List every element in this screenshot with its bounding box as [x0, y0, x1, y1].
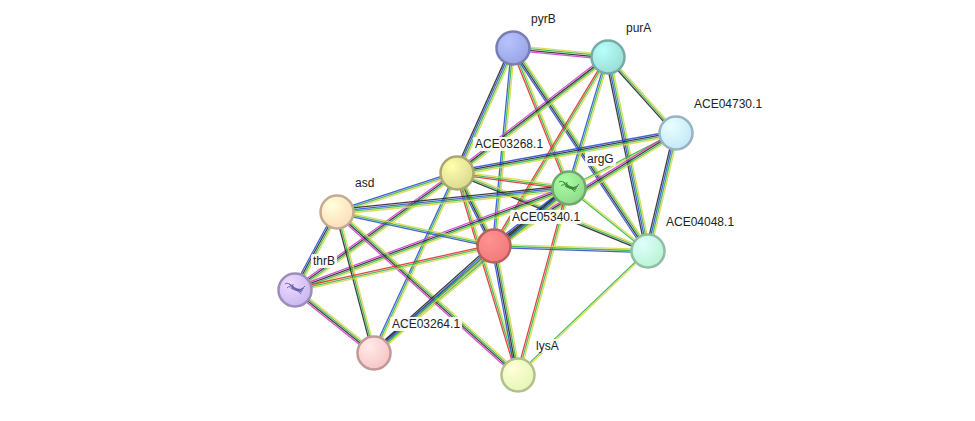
node-label: ACE05340.1 — [510, 210, 582, 224]
evidence-line — [498, 262, 516, 360]
node-label: ACE03268.1 — [473, 137, 545, 151]
protein-node: lysA — [500, 339, 561, 393]
interaction-edge — [581, 197, 636, 241]
evidence-line — [353, 215, 479, 242]
evidence-line — [353, 214, 479, 241]
evidence-line — [473, 135, 661, 169]
evidence-line — [529, 52, 592, 58]
protein-node: thrB — [277, 254, 337, 308]
evidence-line — [341, 227, 370, 337]
node-label: argG — [585, 152, 616, 166]
evidence-line — [385, 256, 481, 342]
protein-circle — [590, 39, 626, 75]
evidence-line — [473, 137, 661, 171]
evidence-line — [302, 226, 329, 276]
interaction-edge — [300, 225, 331, 277]
evidence-line — [303, 226, 330, 276]
interaction-edge — [353, 187, 554, 212]
node-label: lysA — [534, 339, 561, 353]
evidence-line — [619, 69, 666, 121]
interaction-edge — [529, 47, 593, 58]
protein-circle — [495, 30, 531, 66]
node-label: ACE04730.1 — [692, 97, 764, 111]
evidence-line — [506, 139, 661, 235]
evidence-line — [581, 199, 635, 242]
evidence-line — [388, 258, 484, 344]
protein-circle — [630, 233, 666, 269]
evidence-line — [306, 302, 360, 345]
protein-node: ACE04048.1 — [630, 215, 736, 269]
evidence-line — [510, 248, 632, 252]
evidence-line — [310, 194, 554, 285]
node-label: ACE04048.1 — [664, 215, 736, 229]
evidence-line — [340, 228, 369, 338]
protein-circle — [551, 170, 587, 206]
protein-circle — [319, 194, 355, 230]
interaction-edge — [510, 245, 632, 252]
evidence-line — [529, 261, 636, 363]
evidence-line — [309, 184, 445, 282]
interaction-edge — [384, 255, 483, 344]
evidence-line — [584, 141, 663, 181]
interaction-edge — [340, 227, 372, 338]
protein-circle — [356, 335, 392, 371]
evidence-line — [343, 227, 372, 337]
evidence-line — [307, 301, 361, 344]
protein-node: argG — [551, 152, 616, 206]
interaction-edge — [617, 68, 666, 122]
protein-circle — [277, 272, 313, 308]
protein-node: ACE05340.1 — [476, 210, 582, 264]
evidence-line — [305, 227, 332, 277]
evidence-line — [495, 262, 513, 360]
interaction-edge — [472, 134, 660, 173]
interaction-edge — [306, 298, 363, 345]
protein-node: ACE03264.1 — [356, 317, 462, 371]
interaction-edge — [529, 261, 637, 364]
evidence-line — [521, 203, 564, 359]
node-label: thrB — [311, 254, 337, 268]
evidence-line — [309, 298, 363, 341]
node-label: asd — [353, 176, 376, 190]
protein-node: asd — [319, 176, 376, 230]
evidence-line — [582, 197, 636, 240]
evidence-line — [583, 140, 662, 180]
interaction-edge — [495, 261, 518, 359]
protein-circle — [500, 357, 536, 393]
evidence-line — [617, 70, 664, 122]
node-label: purA — [624, 21, 653, 35]
protein-circle — [476, 228, 512, 264]
node-label: pyrB — [529, 12, 558, 26]
protein-node: ACE03268.1 — [439, 137, 545, 191]
evidence-line — [620, 68, 667, 120]
interaction-edge — [310, 248, 478, 288]
evidence-line — [308, 299, 362, 342]
protein-circle — [658, 115, 694, 151]
evidence-line — [386, 257, 482, 343]
protein-node: ACE04730.1 — [658, 97, 764, 151]
evidence-line — [499, 261, 517, 359]
evidence-line — [470, 67, 596, 164]
protein-node: pyrB — [495, 12, 558, 66]
evidence-line — [384, 255, 480, 341]
evidence-line — [507, 141, 662, 237]
protein-node: purA — [590, 21, 653, 75]
evidence-line — [530, 263, 637, 365]
evidence-line — [468, 65, 594, 162]
evidence-line — [310, 193, 554, 284]
node-label: ACE03264.1 — [390, 317, 462, 331]
evidence-line — [496, 262, 514, 360]
protein-circle — [439, 155, 475, 191]
